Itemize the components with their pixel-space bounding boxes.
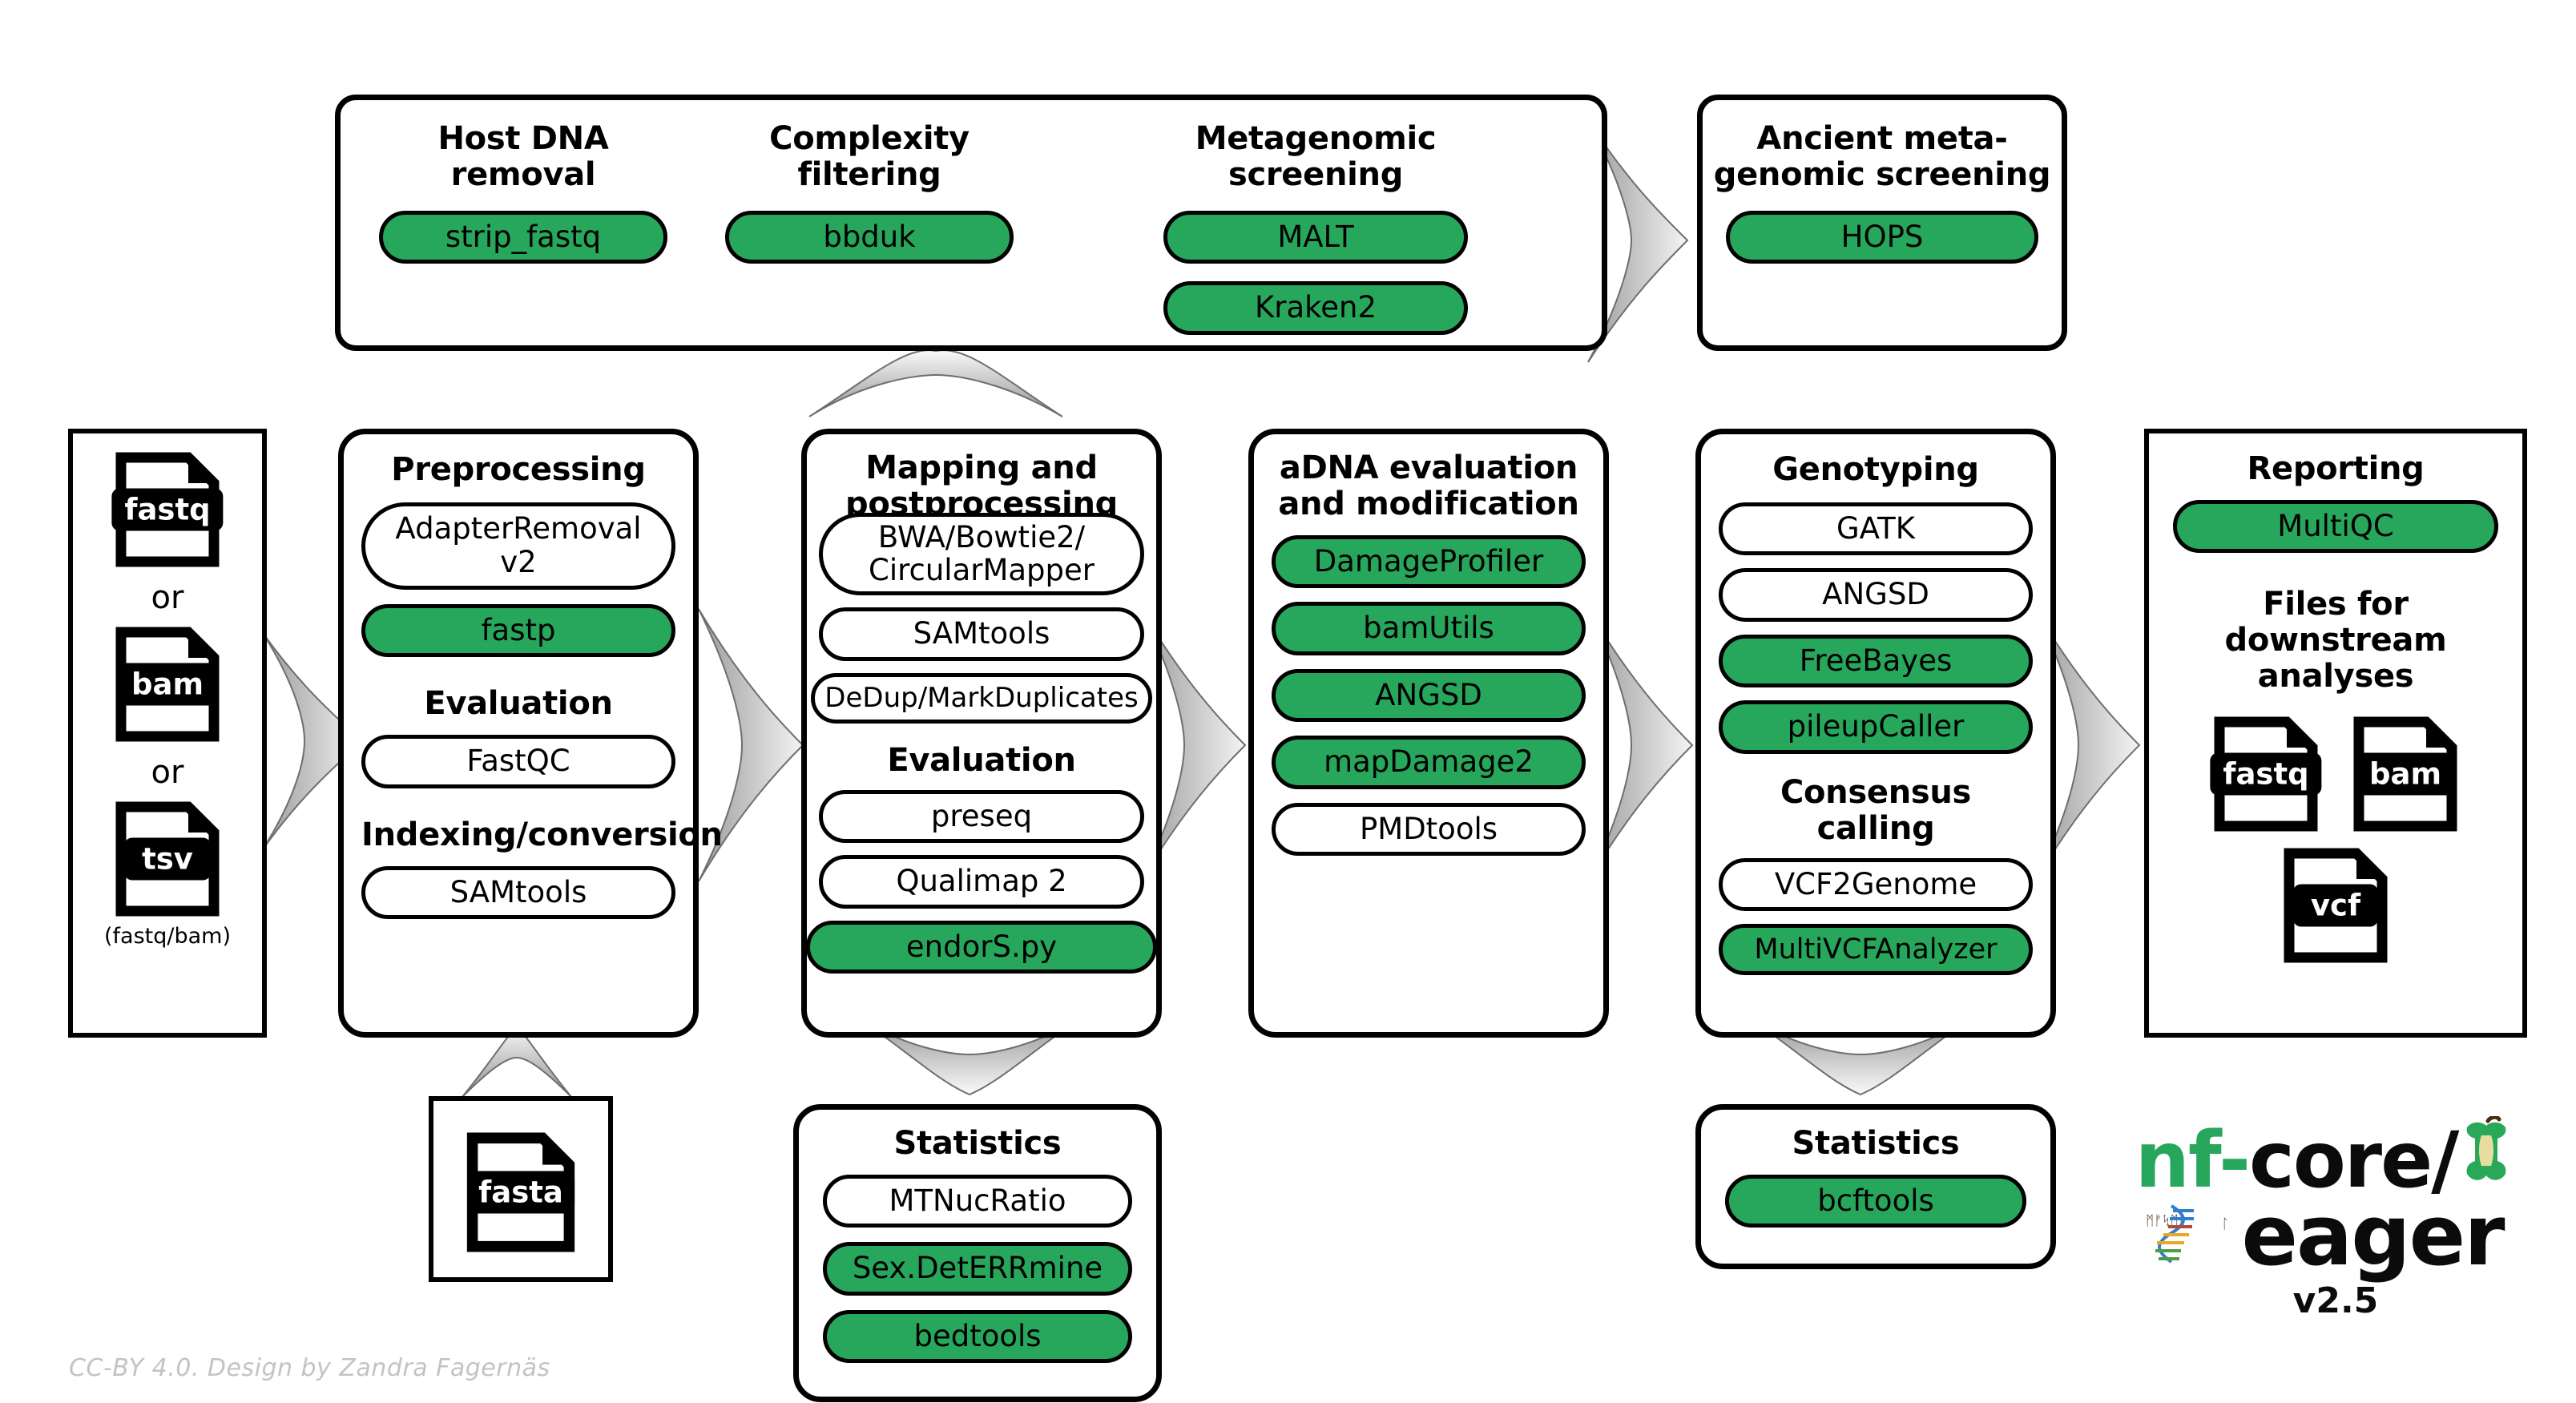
panel-title: Reporting	[2247, 450, 2425, 487]
tool-pill-vcf2genome[interactable]: VCF2Genome	[1719, 857, 2033, 912]
panel-title: Statistics	[1792, 1125, 1960, 1162]
panel-title: Mapping and postprocessing	[845, 450, 1118, 522]
apple-core-icon	[2466, 1116, 2506, 1180]
tool-pill-bamutils[interactable]: bamUtils	[1272, 602, 1586, 655]
tool-pill-angsd[interactable]: ANGSD	[1272, 668, 1586, 723]
downstream-file-row: fastq bam	[2149, 716, 2522, 833]
logo-core-text: core/	[2248, 1115, 2459, 1205]
tool-pill-freebayes[interactable]: FreeBayes	[1719, 634, 2033, 688]
panel-reporting: Reporting MultiQC Files for downstream a…	[2144, 429, 2527, 1038]
tool-pill-mtnucratio[interactable]: MTNucRatio	[823, 1174, 1132, 1228]
panel-screening-bar: Host DNA removal strip_fastq Complexity …	[335, 95, 1607, 351]
panel-reference-fasta: fasta	[429, 1096, 613, 1282]
panel-preprocessing: Preprocessing AdapterRemoval v2 fastp Ev…	[338, 429, 723, 1038]
file-label: fasta	[467, 1171, 574, 1214]
panel-ancient-metagenomic-screening: Ancient meta- genomic screening HOPS	[1697, 95, 2067, 351]
tool-pill-adapterremoval-v2[interactable]: AdapterRemoval v2	[361, 502, 675, 590]
tool-pill-endors-py[interactable]: endorS.py	[806, 920, 1157, 974]
group-heading-evaluation: Evaluation	[887, 742, 1076, 780]
logo-eager-text: eager	[2241, 1187, 2505, 1284]
panel-genotyping: Genotyping GATK ANGSD FreeBayes pileupCa…	[1695, 429, 2056, 1038]
screening-column-title: Host DNA removal	[437, 120, 609, 193]
file-bam-icon: bam	[115, 626, 220, 743]
downstream-heading: Files for downstream analyses	[2224, 586, 2447, 695]
screening-column-metagenomic-screening: Metagenomic screening MALT Kraken2	[1159, 121, 1472, 335]
input-caption: (fastq/bam)	[104, 924, 231, 949]
tool-pill-malt[interactable]: MALT	[1163, 210, 1468, 264]
tool-pill-pmdtools[interactable]: PMDtools	[1272, 802, 1586, 857]
file-label: bam	[2354, 752, 2457, 796]
file-vcf-icon: vcf	[2283, 847, 2389, 964]
tool-pill-angsd[interactable]: ANGSD	[1719, 568, 2033, 622]
file-label: fastq	[111, 488, 224, 531]
panel-input-files: fastq or bam or tsv (fastq/bam)	[68, 429, 267, 1038]
logo-nf-text: nf-	[2135, 1115, 2251, 1205]
downstream-file-row: vcf	[2149, 847, 2522, 964]
tool-pill-multivcfanalyzer[interactable]: MultiVCFAnalyzer	[1719, 924, 2033, 976]
tool-pill-bwa-bowtie2-circularmapper[interactable]: BWA/Bowtie2/ CircularMapper	[819, 513, 1144, 596]
tool-pill-preseq[interactable]: preseq	[819, 789, 1144, 844]
tool-pill-bbduk[interactable]: bbduk	[725, 210, 1014, 264]
logo-line-nf-core: nf-core/	[2135, 1122, 2460, 1199]
panel-statistics-mapping: Statistics MTNucRatio Sex.DetERRmine bed…	[793, 1104, 1162, 1402]
tool-pill-multiqc[interactable]: MultiQC	[2173, 499, 2498, 554]
nf-core-eager-logo: nf-core/ ᛗᚠᛪᛗᚱ ᛚ eager	[2115, 1116, 2532, 1321]
svg-text:ᛚ: ᛚ	[2221, 1216, 2229, 1232]
logo-version: v2.5	[2292, 1280, 2379, 1321]
group-heading-consensus-calling: Consensus calling	[1780, 773, 1972, 847]
panel-title: Preprocessing	[391, 451, 646, 488]
tool-pill-sex-deterrmine[interactable]: Sex.DetERRmine	[823, 1242, 1132, 1296]
tool-pill-dedup-markduplicates[interactable]: DeDup/MarkDuplicates	[811, 672, 1152, 724]
tool-pill-bcftools[interactable]: bcftools	[1725, 1174, 2026, 1228]
tool-pill-fastp[interactable]: fastp	[361, 603, 675, 658]
tool-pill-fastqc[interactable]: FastQC	[361, 735, 675, 788]
screening-column-title: Metagenomic screening	[1195, 120, 1437, 193]
file-fastq-icon: fastq	[2210, 716, 2322, 833]
dna-helix-icon: ᛗᚠᛪᛗᚱ ᛚ	[2146, 1204, 2229, 1264]
file-bam-icon: bam	[2352, 716, 2458, 833]
panel-title: Genotyping	[1772, 451, 1979, 488]
group-heading-evaluation: Evaluation	[424, 685, 613, 723]
screening-column-complexity-filtering: Complexity filtering bbduk	[701, 121, 1038, 264]
panel-adna-evaluation-modification: aDNA evaluation and modification DamageP…	[1248, 429, 1609, 1038]
tool-pill-samtools[interactable]: SAMtools	[361, 865, 675, 920]
arrow-mapping-to-screening	[808, 349, 1063, 417]
credit-line: CC-BY 4.0. Design by Zandra Fagernäs	[69, 1354, 550, 1382]
tool-pill-mapdamage2[interactable]: mapDamage2	[1272, 736, 1586, 789]
file-fastq-icon: fastq	[111, 451, 224, 568]
file-fasta-icon: fasta	[466, 1131, 576, 1253]
file-label: tsv	[124, 837, 211, 881]
tool-pill-strip-fastq[interactable]: strip_fastq	[379, 210, 667, 264]
file-label: bam	[116, 663, 219, 706]
file-tsv-icon: tsv	[115, 800, 220, 917]
panel-title: Ancient meta- genomic screening	[1713, 120, 2051, 193]
tool-pill-kraken2[interactable]: Kraken2	[1163, 281, 1468, 335]
input-separator-or: or	[151, 579, 184, 616]
screening-column-title: Complexity filtering	[769, 120, 970, 193]
file-label: vcf	[2292, 884, 2379, 927]
file-label: fastq	[2210, 752, 2322, 796]
tool-pill-gatk[interactable]: GATK	[1719, 502, 2033, 556]
screening-column-host-dna-removal: Host DNA removal strip_fastq	[355, 121, 691, 264]
tool-pill-damageprofiler[interactable]: DamageProfiler	[1272, 534, 1586, 589]
tool-pill-bedtools[interactable]: bedtools	[823, 1309, 1132, 1364]
tool-pill-hops[interactable]: HOPS	[1726, 210, 2038, 264]
tool-pill-samtools[interactable]: SAMtools	[819, 607, 1144, 661]
panel-title: aDNA evaluation and modification	[1278, 450, 1579, 522]
input-separator-or: or	[151, 754, 184, 791]
tool-pill-pileupcaller[interactable]: pileupCaller	[1719, 700, 2033, 754]
panel-mapping-content: BWA/Bowtie2/ CircularMapper SAMtools DeD…	[806, 513, 1157, 974]
group-heading-indexing-conversion: Indexing/conversion	[361, 816, 723, 853]
panel-statistics-genotyping: Statistics bcftools	[1695, 1104, 2056, 1269]
panel-title: Statistics	[893, 1125, 1062, 1162]
tool-pill-qualimap-2[interactable]: Qualimap 2	[819, 855, 1144, 909]
